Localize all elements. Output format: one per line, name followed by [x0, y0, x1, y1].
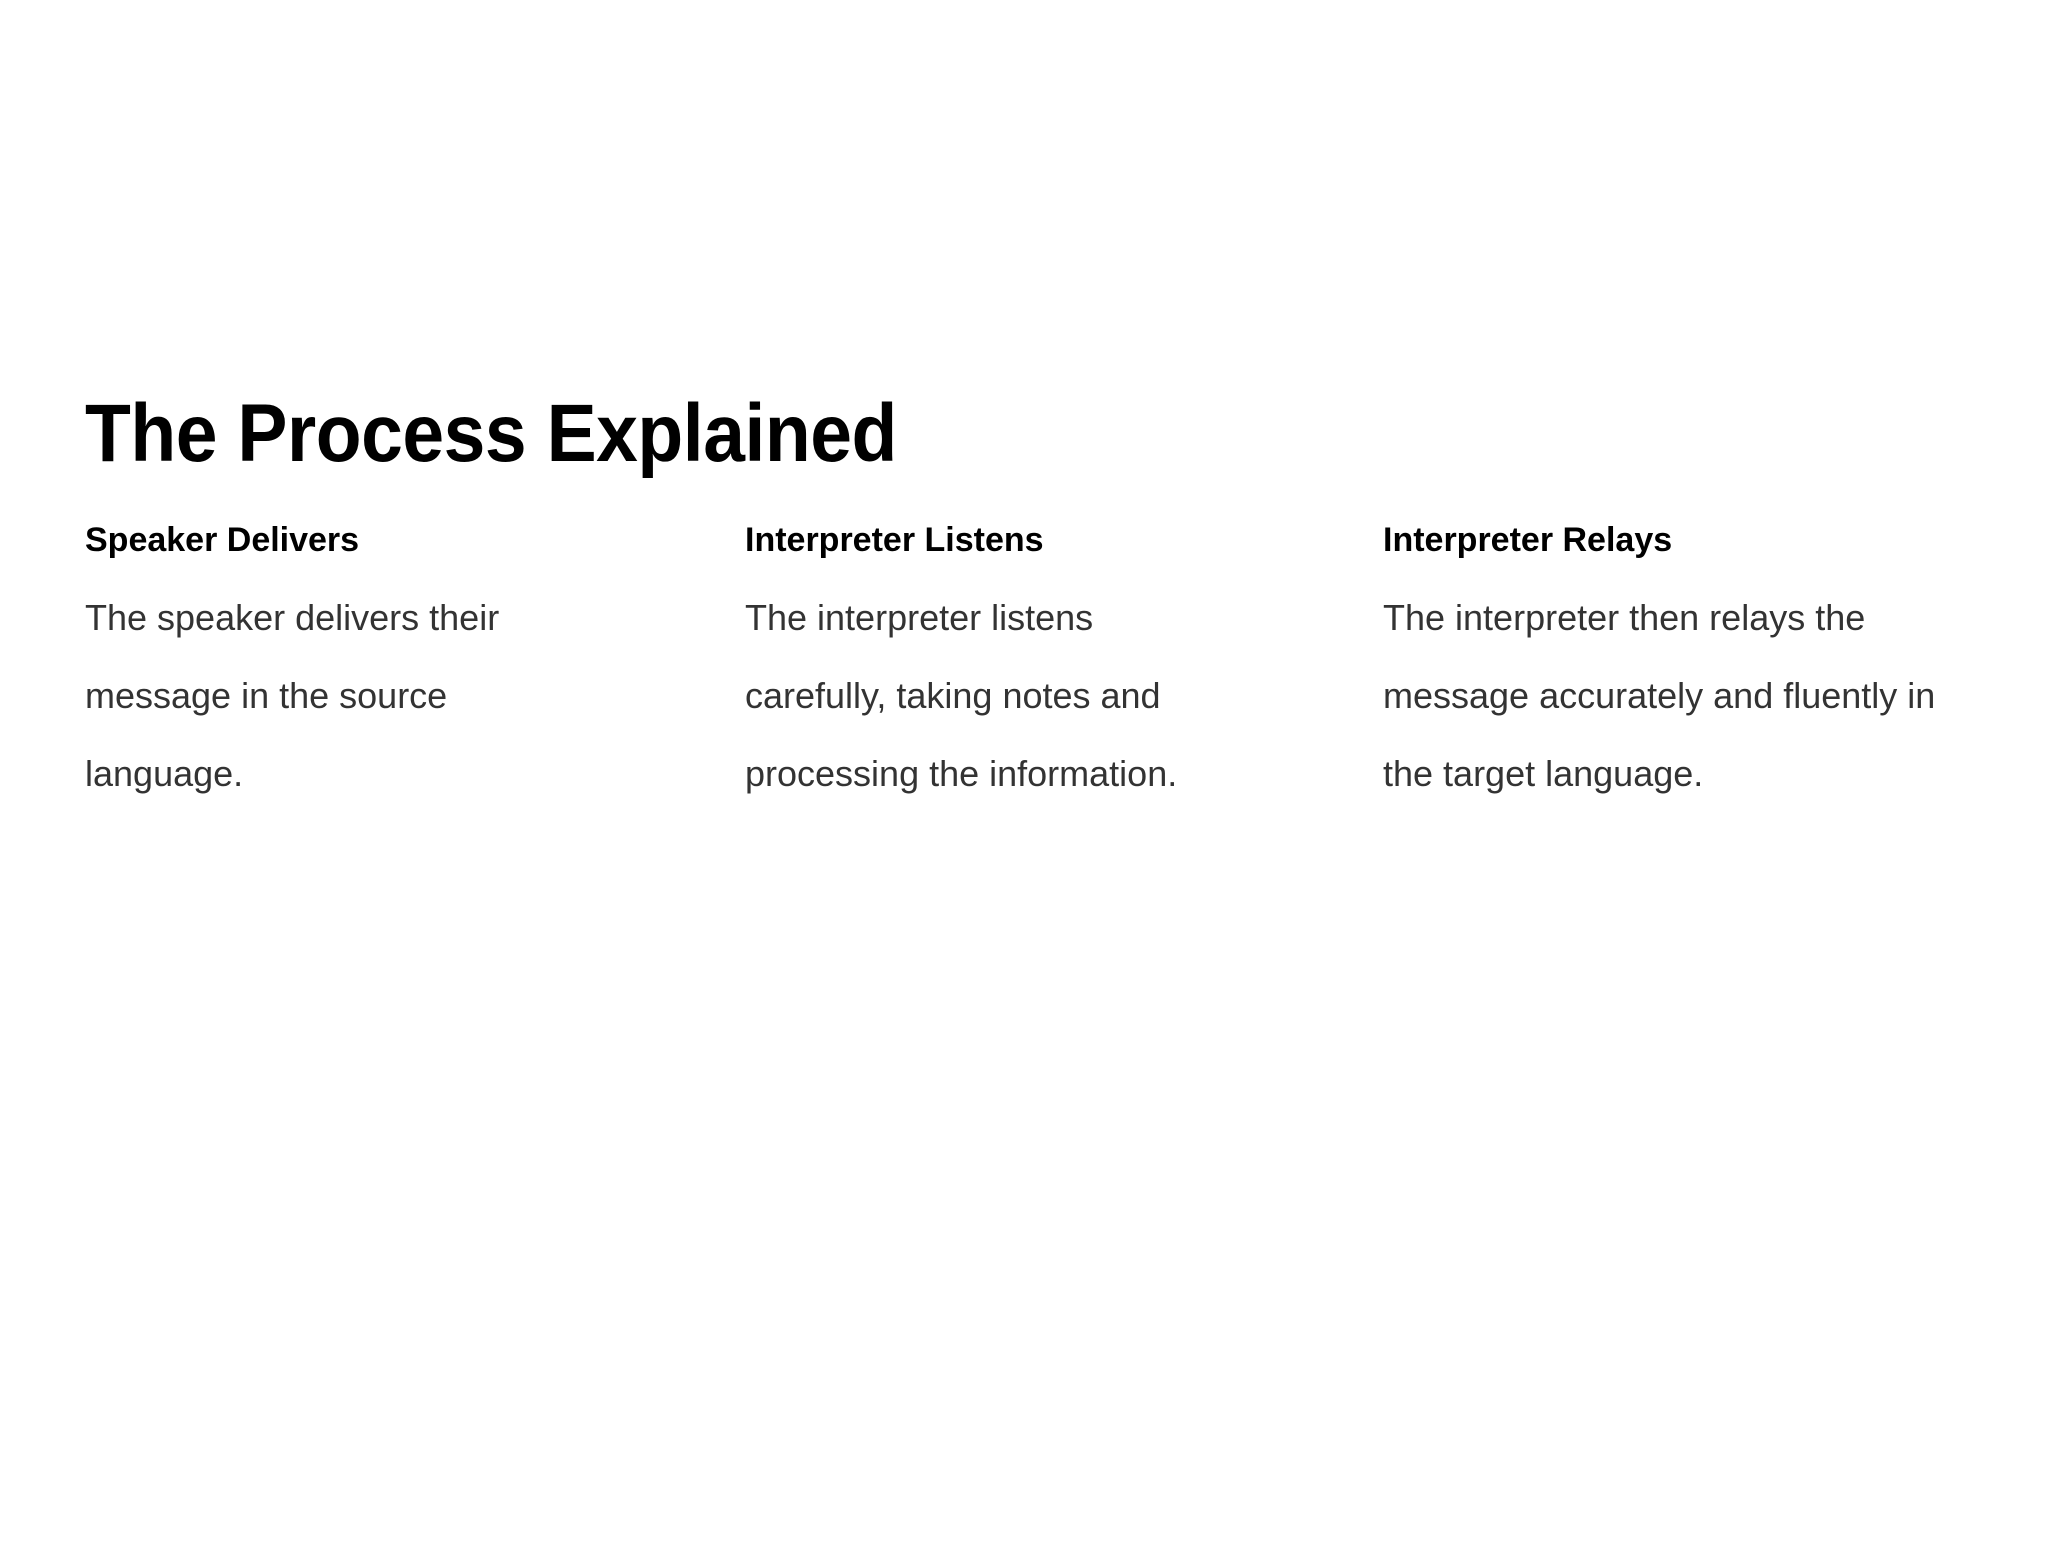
- process-step-2: Interpreter Listens The interpreter list…: [745, 520, 1383, 813]
- process-step-1: Speaker Delivers The speaker delivers th…: [85, 520, 745, 813]
- page-title: The Process Explained: [85, 387, 897, 479]
- process-step-2-heading: Interpreter Listens: [745, 521, 1044, 559]
- process-columns: Speaker Delivers The speaker delivers th…: [85, 520, 1985, 813]
- process-step-1-description: The speaker delivers their message in th…: [85, 596, 500, 794]
- process-step-3: Interpreter Relays The interpreter then …: [1383, 520, 1985, 813]
- process-step-2-description: The interpreter listens carefully, takin…: [745, 596, 1178, 794]
- process-step-3-description: The interpreter then relays the message …: [1383, 596, 1936, 794]
- process-step-3-heading: Interpreter Relays: [1383, 521, 1673, 559]
- process-step-1-heading: Speaker Delivers: [85, 521, 360, 559]
